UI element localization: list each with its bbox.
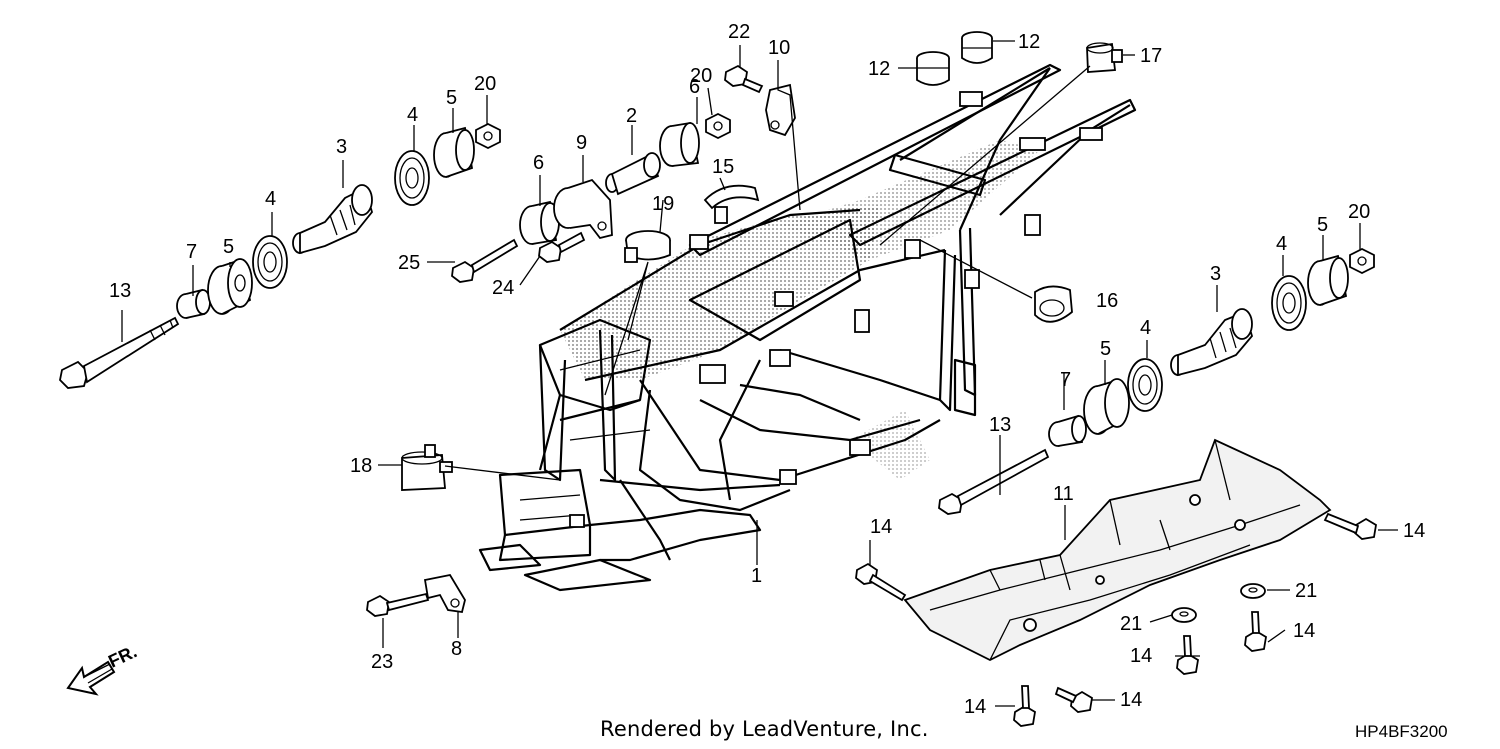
part-label: 5 — [1100, 338, 1111, 360]
bolt-13-left — [59, 316, 180, 389]
part-label: 20 — [1348, 201, 1370, 223]
part-number-labels: 1 2 3 3 4 4 4 4 5 5 5 5 6 6 7 7 8 9 10 1… — [109, 21, 1425, 718]
part-label: 14 — [1293, 620, 1315, 642]
damper-17 — [1086, 42, 1123, 73]
part-label: 17 — [1140, 45, 1162, 67]
part-label: 18 — [350, 455, 372, 477]
rubber-mount-5-right-upper — [1307, 254, 1349, 306]
bolt-14-c — [1244, 611, 1267, 652]
bracket-9 — [553, 178, 613, 240]
bolt-14-d — [1176, 635, 1199, 675]
bushing-2 — [605, 152, 661, 196]
part-label: 13 — [109, 280, 131, 302]
part-label: 5 — [446, 87, 457, 109]
diagram-code: HP4BF3200 — [1355, 722, 1448, 741]
part-label: 4 — [265, 188, 276, 210]
part-label: 4 — [1276, 233, 1287, 255]
part-label: 23 — [371, 651, 393, 673]
bolt-25 — [451, 238, 519, 283]
part-label: 12 — [868, 58, 890, 80]
nut-20-left — [475, 122, 501, 150]
part-label: 19 — [652, 193, 674, 215]
leader-lines — [121, 40, 1398, 707]
part-label: 7 — [1060, 369, 1071, 391]
rubber-mount-6-upper — [659, 121, 700, 167]
part-label: 25 — [398, 252, 420, 274]
part-label: 24 — [492, 277, 514, 299]
part-label: 2 — [626, 105, 637, 127]
bolt-23 — [366, 592, 430, 617]
part-label: 6 — [533, 152, 544, 174]
right-mount-parts — [855, 247, 1377, 727]
rubber-mount-5-right — [1083, 378, 1130, 435]
bolt-14-e — [1054, 686, 1093, 713]
rubber-mount-4-right — [1127, 358, 1163, 412]
mount-12-right — [961, 31, 993, 64]
rubber-mount-6-left — [519, 200, 560, 245]
bracket-10 — [765, 83, 796, 137]
bolt-14-f — [1013, 685, 1036, 727]
part-label: 13 — [989, 414, 1011, 436]
left-mount-parts — [59, 64, 796, 617]
collar-7-right — [1048, 414, 1087, 447]
part-label: 5 — [223, 236, 234, 258]
clamp-16 — [1034, 285, 1073, 323]
bushing-3-left — [292, 184, 373, 255]
part-label: 7 — [186, 241, 197, 263]
bolt-14-a — [855, 562, 907, 602]
washer-21-a — [1240, 583, 1266, 599]
part-label: 20 — [474, 73, 496, 95]
bolt-22 — [724, 64, 764, 94]
part-label: 21 — [1295, 580, 1317, 602]
part-label: 14 — [1130, 645, 1152, 667]
part-label: 4 — [407, 104, 418, 126]
front-direction-arrow: FR. — [66, 641, 140, 696]
skid-plate — [903, 438, 1332, 662]
mount-12-left — [916, 51, 950, 86]
part-label: 20 — [690, 65, 712, 87]
part-label: 1 — [751, 565, 762, 587]
bracket-8 — [423, 573, 466, 614]
part-label: 14 — [1120, 689, 1142, 711]
clamp-19 — [624, 230, 671, 263]
part-label: 14 — [870, 516, 892, 538]
nut-20-upper — [705, 112, 731, 140]
part-label: 21 — [1120, 613, 1142, 635]
part-label: 3 — [336, 136, 347, 158]
washer-21-b — [1171, 607, 1197, 623]
bolt-24 — [538, 231, 586, 263]
part-label: 10 — [768, 37, 790, 59]
rubber-mount-4-right-upper — [1271, 275, 1307, 331]
part-label: 9 — [576, 132, 587, 154]
clamp-15 — [703, 184, 760, 224]
part-label: 11 — [1053, 483, 1074, 505]
part-label: 14 — [964, 696, 986, 718]
render-credit: Rendered by LeadVenture, Inc. — [600, 717, 929, 741]
rubber-mount-5-upper-left — [433, 126, 475, 178]
part-label: 16 — [1096, 290, 1118, 312]
part-label: 3 — [1210, 263, 1221, 285]
bushing-3-right — [1170, 308, 1253, 377]
bolt-14-b — [1323, 512, 1377, 540]
bolt-13-right — [938, 448, 1050, 515]
part-label: 5 — [1317, 214, 1328, 236]
rubber-mount-4-left — [252, 235, 288, 289]
main-frame — [478, 63, 1137, 592]
part-label: 4 — [1140, 317, 1151, 339]
part-label: 14 — [1403, 520, 1425, 542]
part-label: 22 — [728, 21, 750, 43]
rubber-mount-5-left — [207, 258, 253, 315]
top-right-parts — [916, 31, 1123, 323]
part-label: 6 — [689, 76, 700, 98]
nut-20-right — [1349, 247, 1375, 275]
damper-18 — [401, 444, 453, 491]
part-label: 8 — [451, 638, 462, 660]
part-label: 12 — [1018, 31, 1040, 53]
rubber-mount-4-upper-left — [394, 150, 430, 206]
part-label: 15 — [712, 156, 734, 178]
